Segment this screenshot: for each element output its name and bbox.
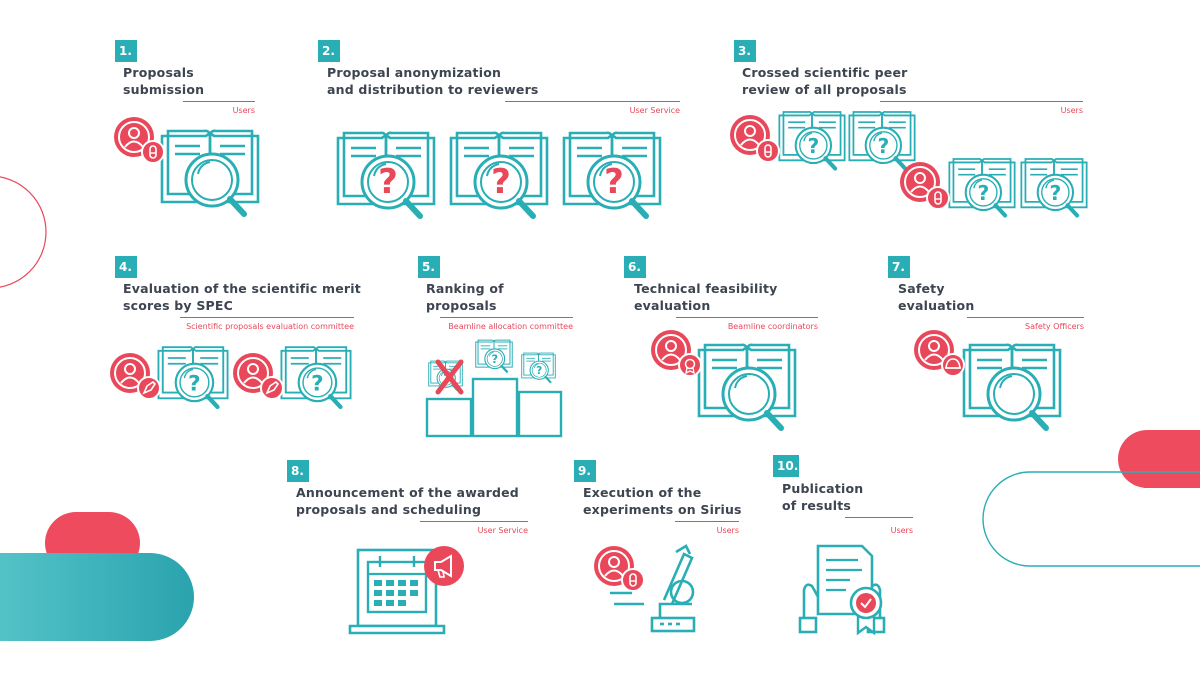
- decor-outline-pill-right: [982, 471, 1200, 567]
- book-icon: [778, 111, 846, 169]
- test-tube-icon: [141, 140, 165, 164]
- divider: [420, 521, 528, 522]
- calendar-icon: [366, 556, 428, 614]
- step-number-badge: 7.: [888, 256, 910, 278]
- cross-icon: [435, 359, 464, 395]
- pen-icon: [137, 376, 161, 400]
- step-role: Users: [1060, 106, 1083, 115]
- decor-pill-red-right: [1118, 430, 1200, 488]
- megaphone-icon: [424, 546, 464, 586]
- hard-hat-icon: [941, 353, 965, 377]
- book-icon: [157, 346, 229, 407]
- certificate-icon: [849, 586, 883, 636]
- step-number-badge: 3.: [734, 40, 756, 62]
- book-icon: [948, 158, 1016, 216]
- test-tube-icon: [926, 186, 950, 210]
- book-icon: [848, 111, 916, 169]
- pen-icon: [260, 376, 284, 400]
- test-tube-icon: [621, 568, 645, 592]
- step-role: User Service: [629, 106, 680, 115]
- decor-circle-left: [0, 176, 47, 288]
- step-number-badge: 8.: [287, 460, 309, 482]
- step-role: User Service: [477, 526, 528, 535]
- divider: [967, 317, 1084, 318]
- divider: [675, 521, 739, 522]
- step-number-badge: 6.: [624, 256, 646, 278]
- step-number-badge: 4.: [115, 256, 137, 278]
- divider: [183, 101, 255, 102]
- award-icon: [678, 353, 702, 377]
- question-mark-icon: [378, 162, 398, 202]
- podium-icon: [425, 377, 563, 438]
- step-role: Scientific proposals evaluation committe…: [186, 322, 354, 331]
- test-tube-icon: [756, 139, 780, 163]
- step-role: Users: [716, 526, 739, 535]
- step-number-badge: 5.: [418, 256, 440, 278]
- step-role: Beamline allocation committee: [448, 322, 573, 331]
- divider: [845, 517, 913, 518]
- divider: [440, 317, 573, 318]
- divider: [880, 101, 1083, 102]
- question-mark-icon: [604, 162, 624, 202]
- divider: [676, 317, 818, 318]
- book-icon: [475, 339, 513, 373]
- divider: [505, 101, 680, 102]
- question-mark-icon: [491, 162, 511, 202]
- divider: [180, 317, 354, 318]
- step-role: Users: [890, 526, 913, 535]
- decor-pill-teal-left: [0, 553, 194, 641]
- microscope-icon: [610, 544, 696, 633]
- step-number-badge: 9.: [574, 460, 596, 482]
- book-icon: [280, 346, 352, 407]
- step-number-badge: 2.: [318, 40, 340, 62]
- step-number-badge: 10.: [773, 455, 799, 477]
- step-role: Safety Officers: [1025, 322, 1084, 331]
- step-number-badge: 1.: [115, 40, 137, 62]
- book-icon: [1020, 158, 1088, 216]
- step-role: Users: [232, 106, 255, 115]
- book-icon: [521, 352, 556, 384]
- step-role: Beamline coordinators: [727, 322, 818, 331]
